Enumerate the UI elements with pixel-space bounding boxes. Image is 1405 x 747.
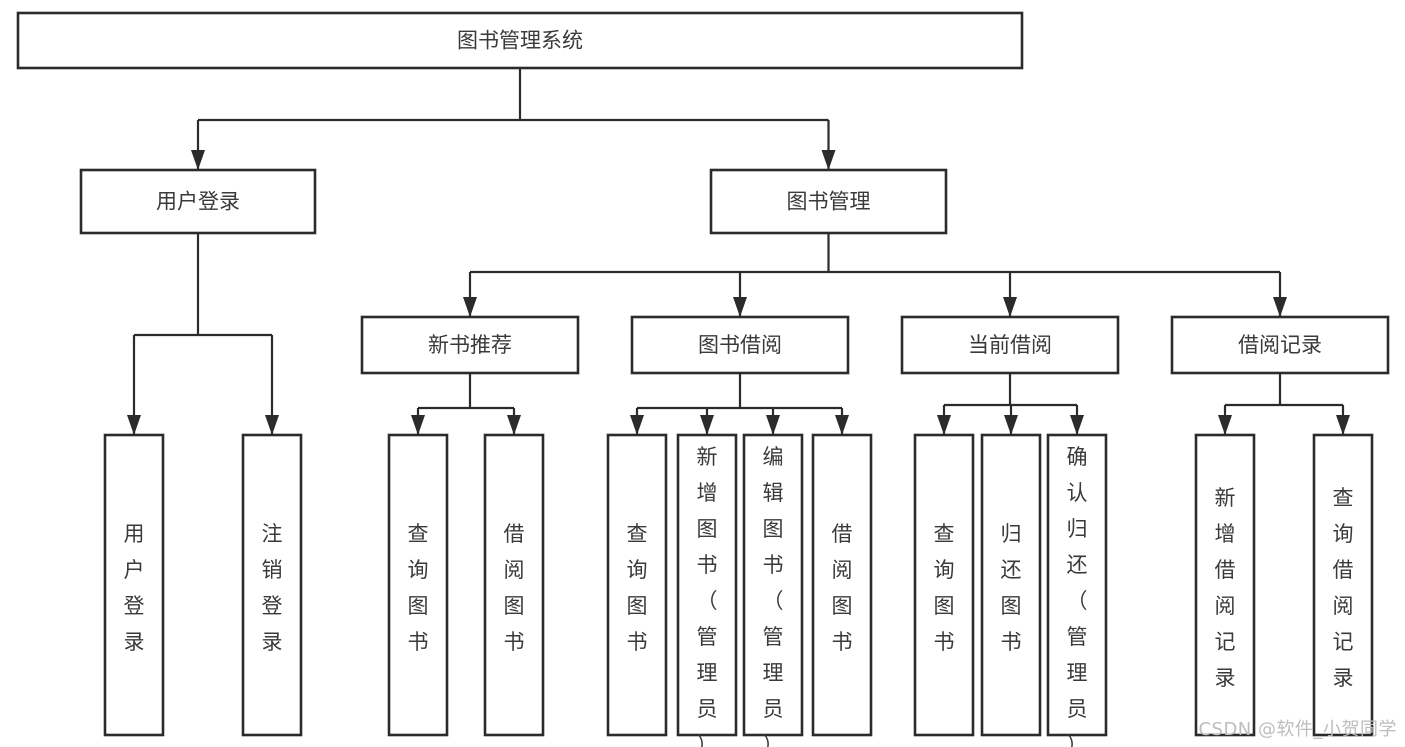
node-box-bb-add-book xyxy=(676,433,738,737)
node-label-new-book-recommend: 新书推荐 xyxy=(428,333,512,357)
arrow-head-icon xyxy=(1336,415,1350,435)
arrow-head-icon xyxy=(507,415,521,435)
watermark-label: CSDN @软件_小贺同学 xyxy=(1198,719,1397,740)
node-label-user-login-do: 用户登录 xyxy=(124,522,145,654)
node-box-user-login xyxy=(79,168,317,235)
node-label-nbr-borrow-book: 借阅图书 xyxy=(504,522,525,654)
node-new-book-recommend[interactable]: 新书推荐 xyxy=(360,315,580,375)
arrow-head-icon xyxy=(1218,415,1232,435)
node-bb-query-book[interactable]: 查询图书 xyxy=(606,433,668,737)
node-user-login-do[interactable]: 用户登录 xyxy=(103,433,165,737)
node-nbr-query-book[interactable]: 查询图书 xyxy=(387,433,449,737)
node-layer: 图书管理系统用户登录用户登录注销登录图书管理新书推荐查询图书借阅图书图书借阅查询… xyxy=(16,11,1390,747)
arrow-head-icon xyxy=(821,150,836,170)
node-cb-return-book[interactable]: 归还图书 xyxy=(980,433,1042,737)
node-box-nbr-query-book xyxy=(387,433,449,737)
node-label-borrow-record: 借阅记录 xyxy=(1238,333,1322,357)
node-label-current-borrow: 当前借阅 xyxy=(968,333,1052,357)
node-user-login[interactable]: 用户登录 xyxy=(79,168,317,235)
node-box-user-logout xyxy=(241,433,303,737)
arrow-head-icon xyxy=(1003,297,1017,317)
node-label-bb-query-book: 查询图书 xyxy=(627,522,648,654)
node-current-borrow[interactable]: 当前借阅 xyxy=(900,315,1120,375)
node-box-bb-query-book xyxy=(606,433,668,737)
node-bb-edit-book[interactable]: 编辑图书（管理员） xyxy=(742,433,804,747)
arrow-head-icon xyxy=(191,150,205,170)
connector-layer xyxy=(127,68,1350,435)
arrow-head-icon xyxy=(700,415,714,435)
node-br-query-record[interactable]: 查询借阅记录 xyxy=(1312,433,1374,737)
arrow-head-icon xyxy=(937,415,951,435)
node-label-user-logout: 注销登录 xyxy=(262,522,283,654)
node-nbr-borrow-book[interactable]: 借阅图书 xyxy=(483,433,545,737)
node-label-nbr-query-book: 查询图书 xyxy=(408,522,429,654)
node-bb-borrow-book[interactable]: 借阅图书 xyxy=(811,433,873,737)
node-label-cb-query-book: 查询图书 xyxy=(934,522,955,654)
node-box-book-borrow xyxy=(630,315,850,375)
node-box-borrow-record xyxy=(1170,315,1390,375)
node-label-br-query-record: 查询借阅记录 xyxy=(1333,486,1354,690)
node-box-root xyxy=(16,11,1024,70)
node-label-cb-return-book: 归还图书 xyxy=(1001,522,1022,654)
node-user-logout[interactable]: 注销登录 xyxy=(241,433,303,737)
node-label-bb-borrow-book: 借阅图书 xyxy=(832,522,853,654)
node-cb-query-book[interactable]: 查询图书 xyxy=(913,433,975,737)
node-box-br-query-record xyxy=(1312,433,1374,737)
node-br-add-record[interactable]: 新增借阅记录 xyxy=(1194,433,1256,737)
arrow-head-icon xyxy=(265,415,279,435)
arrow-head-icon xyxy=(1004,415,1018,435)
node-borrow-record[interactable]: 借阅记录 xyxy=(1170,315,1390,375)
arrow-head-icon xyxy=(835,415,849,435)
arrow-head-icon xyxy=(766,415,780,435)
arrow-head-icon xyxy=(1273,297,1287,317)
node-box-br-add-record xyxy=(1194,433,1256,737)
node-cb-confirm-return[interactable]: 确认归还（管理员） xyxy=(1046,433,1108,747)
node-box-cb-query-book xyxy=(913,433,975,737)
node-label-book-borrow: 图书借阅 xyxy=(698,333,782,357)
node-box-current-borrow xyxy=(900,315,1120,375)
arrow-head-icon xyxy=(1070,415,1084,435)
node-box-book-management xyxy=(709,168,948,235)
node-bb-add-book[interactable]: 新增图书（管理员） xyxy=(676,433,738,747)
node-label-cb-confirm-return: 确认归还（管理员） xyxy=(1067,445,1088,747)
node-label-root: 图书管理系统 xyxy=(457,29,583,53)
node-book-management[interactable]: 图书管理 xyxy=(709,168,948,235)
node-book-borrow[interactable]: 图书借阅 xyxy=(630,315,850,375)
node-box-cb-confirm-return xyxy=(1046,433,1108,737)
node-root[interactable]: 图书管理系统 xyxy=(16,11,1024,70)
node-box-nbr-borrow-book xyxy=(483,433,545,737)
arrow-head-icon xyxy=(127,415,141,435)
node-box-cb-return-book xyxy=(980,433,1042,737)
node-box-bb-edit-book xyxy=(742,433,804,737)
node-label-user-login: 用户登录 xyxy=(156,190,240,214)
node-box-new-book-recommend xyxy=(360,315,580,375)
node-label-bb-edit-book: 编辑图书（管理员） xyxy=(763,445,784,747)
node-box-bb-borrow-book xyxy=(811,433,873,737)
node-box-user-login-do xyxy=(103,433,165,737)
node-label-book-management: 图书管理 xyxy=(787,190,871,214)
arrow-head-icon xyxy=(463,297,477,317)
node-label-br-add-record: 新增借阅记录 xyxy=(1215,486,1236,690)
arrow-head-icon xyxy=(411,415,425,435)
arrow-head-icon xyxy=(733,297,747,317)
node-label-bb-add-book: 新增图书（管理员） xyxy=(697,445,718,747)
arrow-head-icon xyxy=(630,415,644,435)
